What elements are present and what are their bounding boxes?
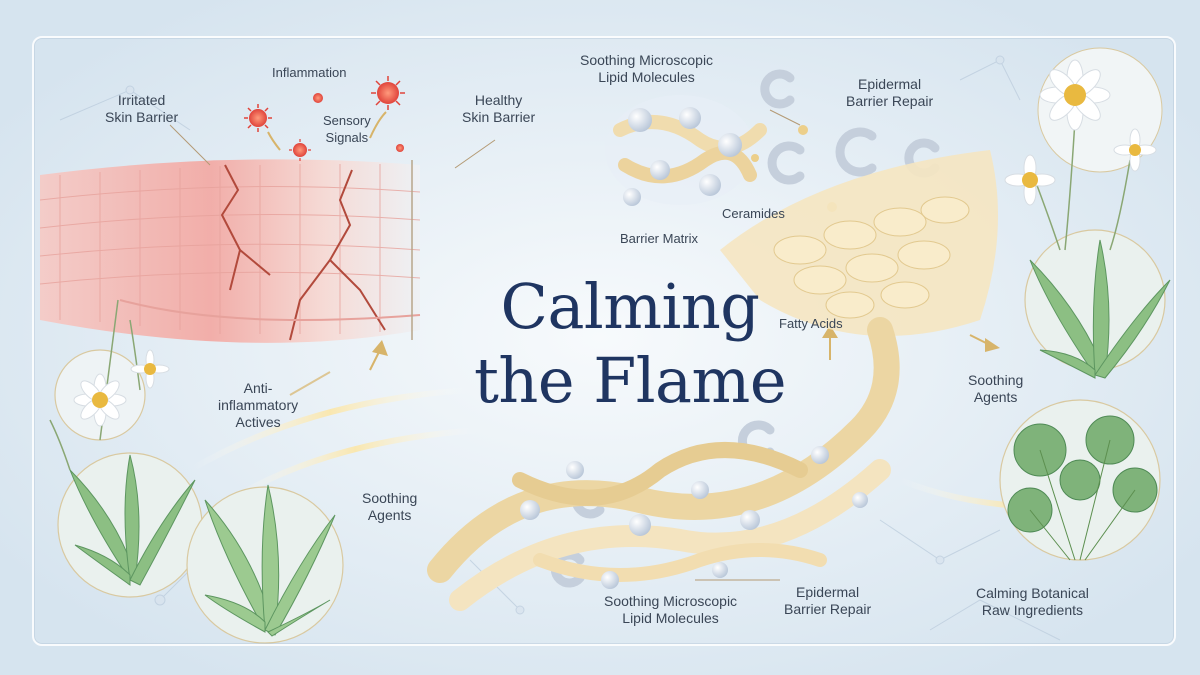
label-anti-inflammatory-actives: Anti- inflammatory Actives	[218, 380, 298, 431]
title-line-1: Calming	[440, 270, 820, 344]
label-lipid-molecules-top: Soothing Microscopic Lipid Molecules	[580, 52, 713, 86]
main-title: Calming the Flame	[440, 270, 820, 418]
label-irritated-skin-barrier: Irritated Skin Barrier	[105, 92, 178, 126]
label-fatty-acids: Fatty Acids	[779, 315, 843, 332]
label-sensory-signals: Sensory Signals	[323, 112, 371, 146]
label-ceramides: Ceramides	[722, 205, 785, 222]
label-healthy-skin-barrier: Healthy Skin Barrier	[462, 92, 535, 126]
label-soothing-agents-center: Soothing Agents	[362, 490, 417, 524]
label-barrier-matrix: Barrier Matrix	[620, 230, 698, 247]
label-epidermal-barrier-top: Epidermal Barrier Repair	[846, 76, 933, 110]
label-inflammation: Inflammation	[272, 64, 346, 81]
label-calming-botanicals: Calming Botanical Raw Ingredients	[976, 585, 1089, 619]
label-soothing-agents-right: Soothing Agents	[968, 372, 1023, 406]
label-epidermal-barrier-bottom: Epidermal Barrier Repair	[784, 584, 871, 618]
title-line-2: the Flame	[440, 344, 820, 418]
label-lipid-molecules-bottom: Soothing Microscopic Lipid Molecules	[604, 593, 737, 627]
